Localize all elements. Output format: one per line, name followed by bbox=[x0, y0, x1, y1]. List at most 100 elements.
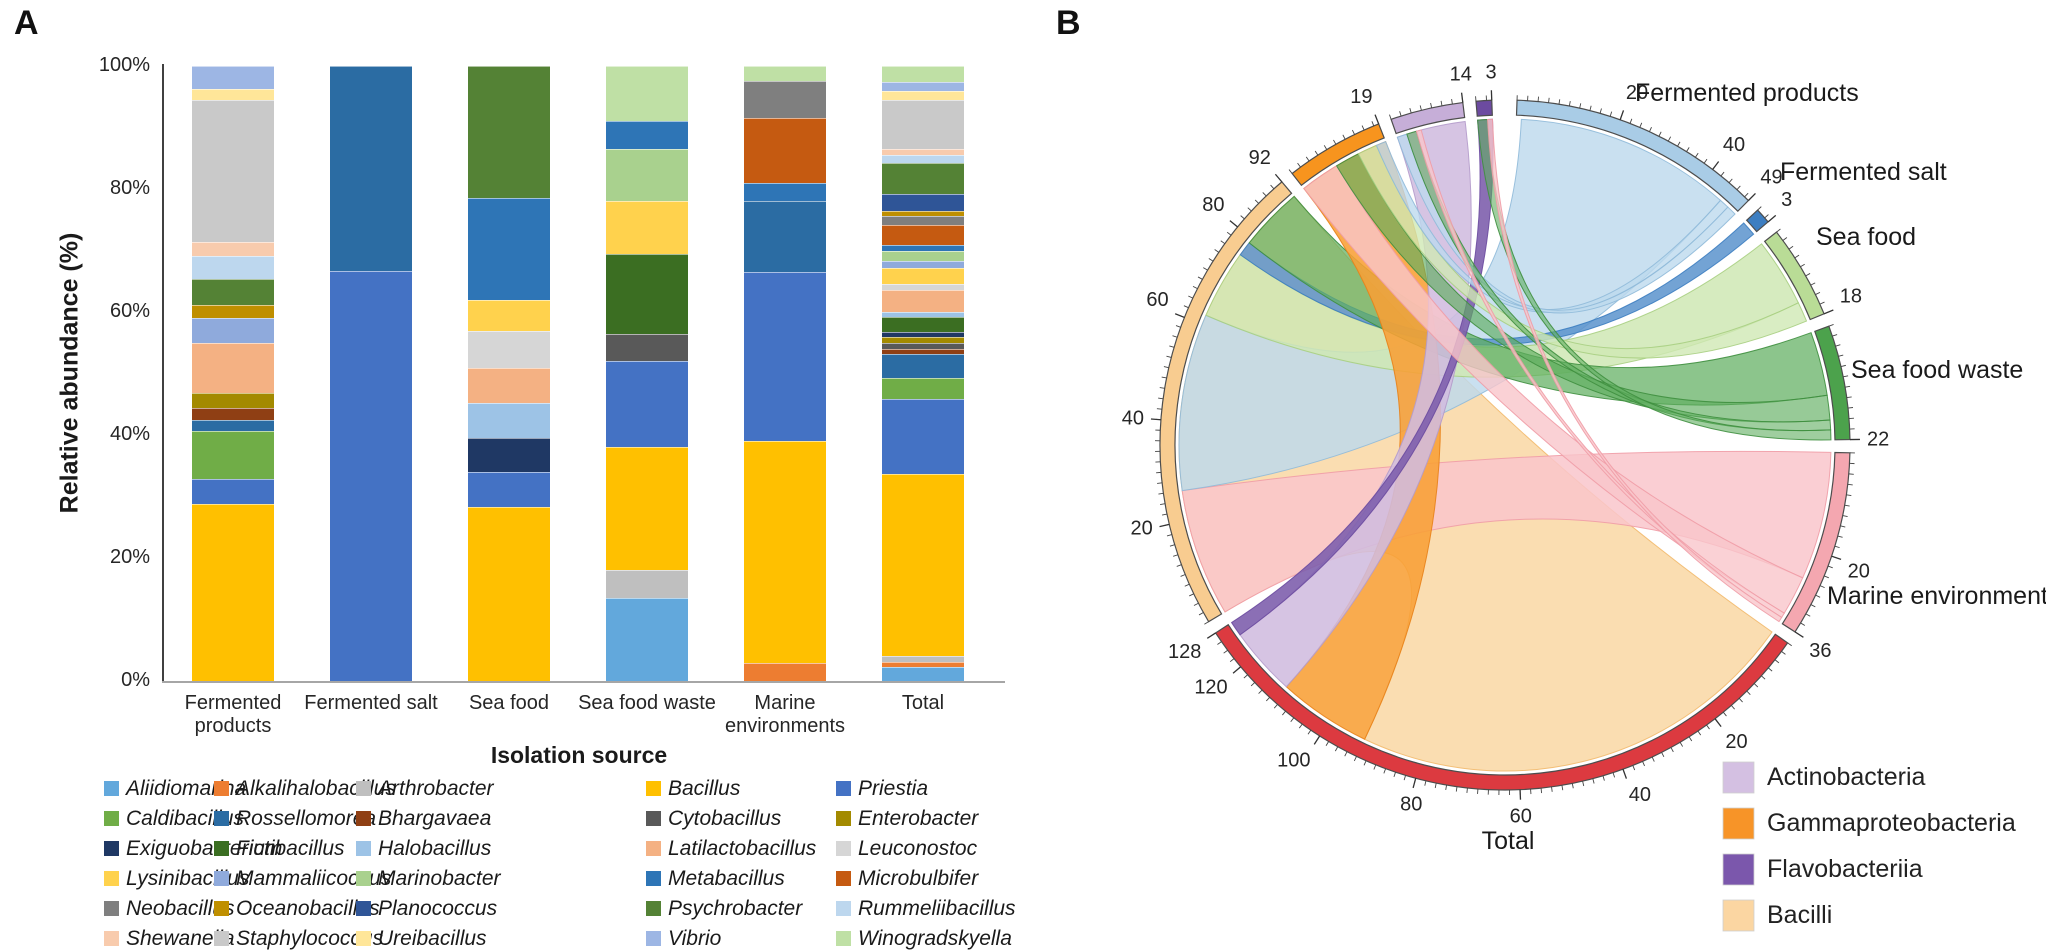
bar-segment bbox=[330, 270, 412, 681]
axis-tick bbox=[1686, 147, 1690, 152]
bar-segment bbox=[744, 441, 826, 663]
tick-value-label: 40 bbox=[1723, 134, 1745, 156]
axis-tick-major bbox=[1206, 632, 1217, 639]
axis-tick bbox=[1371, 121, 1375, 127]
axis-tick bbox=[1847, 407, 1854, 409]
axis-tick bbox=[1169, 544, 1175, 547]
stacked-bar-panel: A Relative abundance (%) 0%20%40%60%80%1… bbox=[14, 4, 1016, 950]
axis-tick bbox=[1351, 129, 1355, 135]
axis-tick bbox=[1761, 675, 1766, 680]
axis-tick bbox=[1282, 710, 1286, 716]
genus-color-swatch bbox=[214, 781, 229, 796]
bar-segment bbox=[744, 118, 826, 183]
bar-segment bbox=[606, 66, 688, 122]
axis-tick bbox=[1157, 482, 1163, 484]
tick-value-label: 18 bbox=[1840, 285, 1862, 307]
axis-tick bbox=[1561, 785, 1564, 791]
class-color-swatch bbox=[1722, 853, 1755, 886]
bar-segment bbox=[882, 155, 964, 163]
genus-legend-label: Enterobacter bbox=[858, 807, 979, 830]
bar-segment bbox=[192, 66, 274, 90]
bar-segment bbox=[882, 661, 964, 667]
tick-value-label: 20 bbox=[1725, 731, 1747, 753]
genus-legend-item: Metabacillus bbox=[646, 867, 785, 891]
tick-value-label: 49 bbox=[1760, 166, 1782, 188]
chord-sector-arc bbox=[1475, 99, 1493, 117]
class-legend-label: Bacilli bbox=[1767, 901, 1832, 929]
genus-color-swatch bbox=[214, 931, 229, 946]
axis-tick bbox=[1163, 366, 1169, 369]
axis-tick bbox=[1223, 649, 1228, 654]
axis-tick bbox=[1161, 513, 1168, 516]
axis-tick bbox=[1243, 674, 1248, 679]
bar-segment bbox=[192, 503, 274, 681]
axis-tick bbox=[1193, 602, 1199, 606]
genus-legend-label: Neobacillus bbox=[126, 897, 235, 920]
genus-legend-item: Bhargavaea bbox=[356, 807, 491, 831]
axis-tick bbox=[1393, 772, 1396, 778]
tick-value-label: 80 bbox=[1400, 794, 1422, 816]
bar-segment bbox=[882, 331, 964, 337]
axis-tick bbox=[1642, 761, 1645, 767]
stacked-bar bbox=[468, 66, 550, 681]
genus-color-swatch bbox=[356, 871, 371, 886]
genus-legend-label: Cytobacillus bbox=[668, 807, 782, 830]
axis-tick bbox=[1307, 729, 1312, 735]
axis-tick bbox=[1183, 305, 1189, 309]
genus-color-swatch bbox=[836, 901, 851, 916]
genus-color-swatch bbox=[356, 811, 371, 826]
axis-tick bbox=[1254, 199, 1260, 204]
axis-tick bbox=[1430, 102, 1433, 108]
genus-color-swatch bbox=[104, 871, 119, 886]
axis-tick bbox=[1160, 503, 1166, 506]
axis-tick bbox=[1592, 778, 1595, 784]
axis-tick-major bbox=[1714, 718, 1722, 728]
bar-segment bbox=[468, 506, 550, 681]
chord-ribbon bbox=[1357, 144, 1808, 359]
genus-color-swatch bbox=[646, 841, 661, 856]
axis-tick bbox=[1265, 697, 1271, 702]
axis-tick bbox=[1214, 249, 1220, 253]
genus-legend-item: Neobacillus bbox=[104, 897, 235, 921]
chord-sector-arc bbox=[1814, 325, 1851, 441]
bar-segment bbox=[468, 331, 550, 369]
genus-color-swatch bbox=[356, 901, 371, 916]
axis-tick bbox=[1843, 375, 1849, 378]
bar-segment bbox=[744, 182, 826, 202]
axis-tick bbox=[1810, 604, 1816, 608]
axis-tick-major bbox=[1460, 92, 1464, 103]
axis-tick bbox=[1706, 724, 1710, 730]
axis-tick bbox=[1746, 690, 1751, 695]
bar-segment bbox=[744, 201, 826, 273]
genus-legend-label: Rummeliibacillus bbox=[858, 897, 1016, 920]
bar-segment bbox=[192, 89, 274, 100]
sector-name-label: Marine environments bbox=[1827, 582, 2046, 610]
axis-tick bbox=[1639, 122, 1643, 128]
bar-segment bbox=[192, 393, 274, 408]
axis-tick-major bbox=[1150, 418, 1161, 421]
x-category-label-line: environments bbox=[724, 715, 846, 737]
axis-tick bbox=[1288, 169, 1293, 174]
bar-segment bbox=[606, 333, 688, 362]
axis-tick bbox=[1373, 764, 1377, 770]
x-category-label: Sea food waste bbox=[578, 692, 716, 715]
y-tick-label: 80% bbox=[109, 177, 150, 199]
axis-tick-major bbox=[1823, 309, 1834, 315]
genus-legend-item: Exiguobacterium bbox=[104, 837, 282, 861]
sector-name-label: Fermented products bbox=[1635, 79, 1859, 107]
bar-segment bbox=[744, 66, 826, 82]
chord-sector-arc bbox=[1763, 231, 1825, 321]
axis-tick bbox=[1794, 254, 1800, 259]
sector-name-label: Sea food bbox=[1816, 223, 1916, 251]
y-tick-label: 60% bbox=[109, 300, 150, 322]
axis-tick bbox=[1782, 237, 1788, 241]
genus-legend-label: Leuconostoc bbox=[858, 837, 978, 860]
axis-tick bbox=[1159, 387, 1165, 389]
tick-value-label: 80 bbox=[1202, 194, 1224, 216]
x-category-label-line: Sea food bbox=[468, 692, 550, 714]
genus-legend-label: Microbulbifer bbox=[858, 867, 979, 890]
bar-segment bbox=[882, 290, 964, 313]
axis-tick bbox=[1834, 545, 1840, 549]
tick-value-label: 60 bbox=[1510, 806, 1532, 828]
